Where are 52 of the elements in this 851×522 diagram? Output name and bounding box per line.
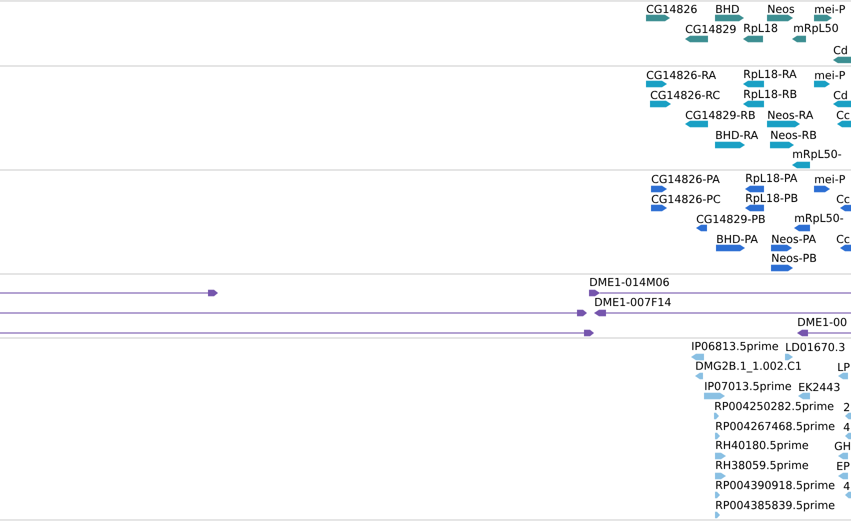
- feature-label: mRpL50-: [793, 150, 842, 160]
- feature-label: RpL18-RA: [744, 70, 797, 80]
- feature-label: Neos-PA: [772, 234, 816, 244]
- feature-label: Neos: [768, 4, 794, 14]
- feature-label: BHD-PA: [717, 235, 758, 244]
- feature-label: Cc: [836, 110, 850, 120]
- feature-label: CG14829: [686, 24, 736, 34]
- feature-label: DMG2B.1_1.002.C1: [696, 362, 801, 372]
- feature-label: RP004267468.5prime: [716, 422, 834, 432]
- feature-label: Cd: [834, 90, 847, 100]
- feature-label: CG14826: [646, 4, 697, 14]
- feature-label: CG14826-RA: [646, 70, 716, 80]
- feature-label: BHD-RA: [716, 131, 758, 139]
- feature-label: DME1-014M06: [590, 278, 669, 286]
- feature-label: RH38059.5prime: [716, 460, 808, 472]
- feature-label: RpL18-PA: [746, 174, 798, 184]
- feature-label: CG14829-PB: [696, 214, 765, 224]
- feature-label: Cc: [836, 194, 850, 204]
- feature-label: IP06813.5prime: [692, 342, 778, 352]
- feature-label: DME1-00: [798, 318, 846, 326]
- feature-label: mei-P: [815, 174, 845, 184]
- feature-label: mRpL50: [794, 24, 838, 34]
- feature-label: RpL18-RB: [744, 90, 796, 100]
- feature-label: EP: [837, 462, 850, 470]
- feature-label: mei-P: [815, 70, 845, 80]
- feature-label: CG14829-RB: [686, 110, 755, 120]
- feature-label: RH40180.5prime: [716, 440, 808, 452]
- feature-label: LP: [838, 363, 850, 372]
- feature-label: Neos-RA: [768, 110, 814, 120]
- feature-label: CG14826-PA: [652, 174, 720, 184]
- feature-label: 4: [844, 482, 850, 490]
- feature-label: RP004250282.5prime: [715, 402, 834, 412]
- feature-label: 4: [844, 423, 850, 432]
- feature-label: BHD: [716, 5, 739, 13]
- feature-label: Neos-RB: [771, 130, 816, 140]
- feature-label: LD01670.3: [786, 342, 844, 352]
- feature-label: GH: [834, 442, 850, 450]
- feature-label: IP07013.5prime: [705, 382, 792, 392]
- feature-label: Neos-PB: [772, 254, 816, 262]
- feature-label: DME1-007F14: [595, 298, 671, 306]
- feature-label: RpL18: [744, 24, 778, 34]
- feature-label: EK2443: [799, 382, 840, 392]
- feature-label: RpL18-PB: [746, 194, 798, 204]
- feature-label: Cd: [834, 46, 847, 54]
- feature-label: 2: [844, 402, 850, 412]
- feature-label: RP004385839.5prime: [716, 500, 834, 512]
- feature-label: CG14826-PC: [652, 194, 720, 204]
- feature-label: RP004390918.5prime: [716, 480, 834, 492]
- feature-label: Cc: [836, 234, 850, 244]
- feature-label: mRpL50-: [795, 214, 844, 224]
- feature-label: CG14826-RC: [650, 90, 720, 100]
- feature-label: mei-P: [815, 4, 845, 14]
